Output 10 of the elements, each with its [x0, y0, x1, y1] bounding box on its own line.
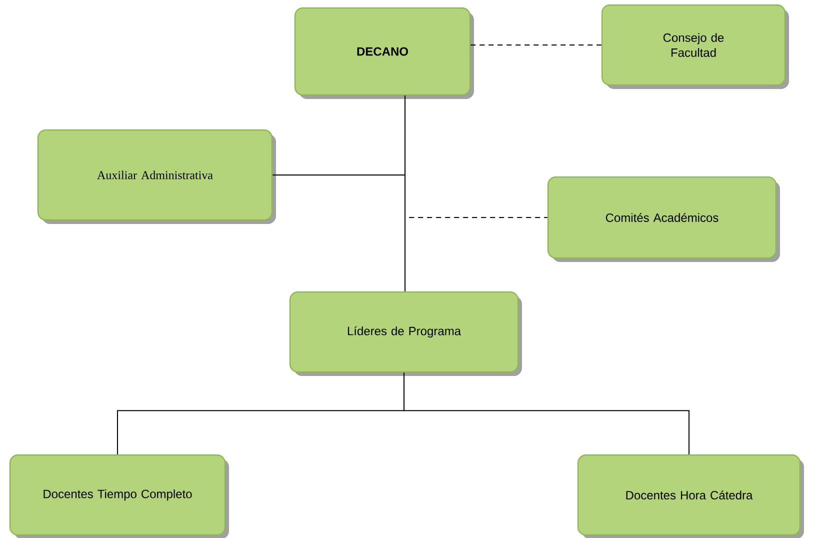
org-box: Consejo de Facultad: [601, 4, 789, 89]
org-box: Líderes de Programa: [289, 291, 522, 376]
connector-line: [404, 95, 548, 218]
connector-line: [470, 44, 602, 46]
org-box: Docentes Hora Cátedra: [577, 454, 804, 538]
connector-line: [404, 372, 690, 455]
org-box: Auxiliar Administrativa: [37, 129, 276, 224]
org-box: Comités Académicos: [547, 176, 780, 262]
org-box: Docentes Tiempo Completo: [9, 454, 229, 538]
org-box: DECANO: [294, 7, 474, 99]
